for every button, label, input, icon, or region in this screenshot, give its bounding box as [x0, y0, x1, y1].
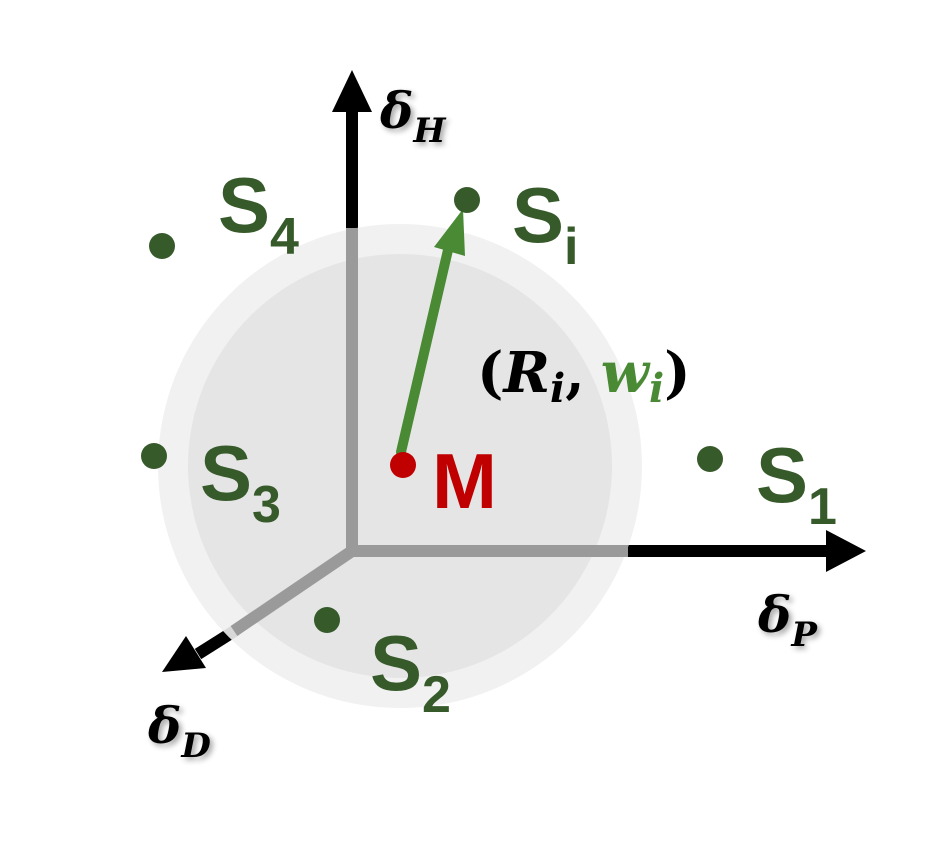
solvent-label-si: Si [512, 171, 578, 276]
mixture-label: M [432, 437, 497, 525]
solvent-label-s4: S4 [218, 161, 299, 266]
solvent-point-s3 [141, 443, 167, 469]
solvent-point-s2 [314, 607, 340, 633]
vector-label: (Ri,wi) [477, 340, 691, 412]
solvent-point-si [454, 187, 480, 213]
d-axis-arrowhead [162, 636, 206, 672]
p-axis-arrowhead [826, 530, 866, 572]
vector-arrow-line [396, 245, 453, 457]
solvent-label-s3: S3 [200, 429, 281, 534]
solvent-label-s2: S2 [370, 619, 451, 724]
mixture-point [390, 452, 416, 478]
axis-label-h: δH [379, 81, 447, 151]
solvent-label-s1: S1 [756, 431, 837, 536]
solvent-point-s1 [697, 446, 723, 472]
axes-inside-sphere [230, 228, 628, 636]
h-axis-arrowhead [332, 70, 372, 112]
vector-arrowhead [434, 209, 465, 256]
d-axis-inner [230, 546, 356, 636]
axis-label-p: δP [757, 585, 818, 655]
solvent-point-s4 [149, 233, 175, 259]
axis-label-d: δD [147, 696, 211, 766]
vector-arrow [396, 209, 465, 457]
